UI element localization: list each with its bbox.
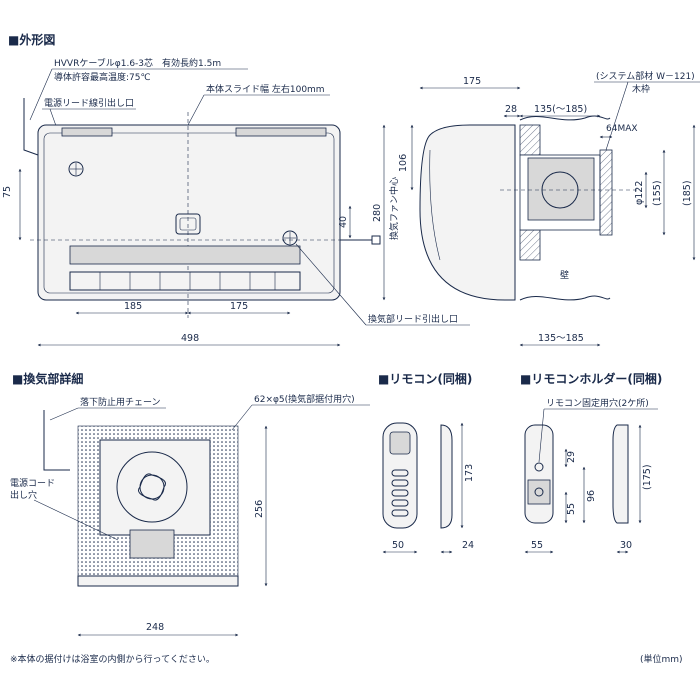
top-vent-right [235,127,327,137]
top-vent-left [61,127,113,137]
screw-hole-left [68,161,84,177]
dim-106: 106 [398,154,409,172]
footnote: ※本体の据付けは浴室の内側から行ってください。 [10,653,215,665]
ventilation-detail-view: 落下防止用チェーン 62×φ5(換気部据付用穴) 電源コード 出し穴 248 2… [10,393,370,637]
dim-55-height: 55 [566,503,577,515]
lower-panel [69,245,301,265]
body-slide-label: 本体スライド幅 左右100mm [206,83,325,95]
remote-holder-view: リモコン固定用穴(2ケ所) 55 30 29 55 96 (175) [524,397,658,554]
remote-side [440,424,453,529]
power-cord-label-2: 出し穴 [10,489,37,501]
dim-175-right: 175 [230,301,248,312]
dim-75: 75 [2,186,13,198]
conductor-temp-label: 導体許容最高温度:75℃ [54,71,151,83]
dim-55-width: 55 [531,540,543,551]
power-lead-label: 電源リード線引出し口 [44,97,134,109]
center-switch [175,213,201,235]
vent-lead-label: 換気部リード引出し口 [368,313,458,325]
holder-hole-bottom [534,487,544,497]
dim-135-185-bottom: 135～185 [538,333,584,344]
fan-housing [527,157,595,221]
dim-96: 96 [586,490,597,502]
dim-24: 24 [462,540,474,551]
fall-chain [43,410,70,471]
dim-173: 173 [464,464,475,482]
dim-phi122: φ122 [634,181,645,205]
dim-155: (155) [652,180,663,206]
remote-fix-holes-label: リモコン固定用穴(2ケ所) [546,397,649,409]
wood-frame-label: 木枠 [632,83,650,95]
wall-label: 壁 [560,269,569,281]
unit-side-profile [419,124,516,301]
remote-view: 50 24 173 [382,422,475,554]
holder-side [612,424,629,524]
vent-terminal [129,529,175,559]
unit-label: (単位mm) [640,653,683,665]
dim-248: 248 [146,622,164,633]
mount-holes-label: 62×φ5(換気部据付用穴) [254,393,355,405]
fall-chain-label: 落下防止用チェーン [80,396,161,408]
hvvr-cable [23,98,39,156]
header-remote-holder: ■リモコンホルダー(同梱) [520,371,662,386]
power-cord-label-1: 電源コード [10,478,55,489]
header-exterior: ■外形図 [8,32,55,47]
dim-280: 280 [372,204,383,222]
dim-30: 30 [620,540,632,551]
bottom-grille [69,271,301,291]
remote-display [389,431,411,455]
hvvr-cable-label: HVVRケーブルφ1.6-3芯 有効長約1.5m [54,57,221,69]
dim-185-side: (185) [682,180,693,206]
side-view: 壁 換気ファン中心 木枠 (システム部材 W－121) 175 28 135(～… [388,70,700,347]
holder-front [524,424,554,524]
dim-175-holder: (175) [642,464,653,490]
dim-50: 50 [392,540,404,551]
header-remote: ■リモコン(同梱) [378,371,472,386]
dim-135-185-top: 135(～185) [534,104,587,115]
system-part-label: (システム部材 W－121) [596,70,695,82]
fan-center-label: 換気ファン中心 [388,177,400,240]
grille-slots [99,272,276,290]
front-view: HVVRケーブルφ1.6-3芯 有効長約1.5m 導体許容最高温度:75℃ 電源… [2,57,470,347]
dim-498: 498 [181,333,199,344]
dim-29: 29 [566,451,577,463]
dim-185-left: 185 [124,301,142,312]
vent-fan [116,451,188,523]
dim-28: 28 [505,104,517,115]
dim-256: 256 [254,500,265,518]
wood-frame-section [599,149,613,236]
dim-175-side: 175 [463,76,481,87]
dim-40: 40 [338,216,349,228]
holder-hole-top [534,462,544,472]
screw-hole-right [282,230,298,246]
header-ventilation-detail: ■換気部詳細 [12,371,83,386]
dim-64max: 64MAX [606,124,638,134]
